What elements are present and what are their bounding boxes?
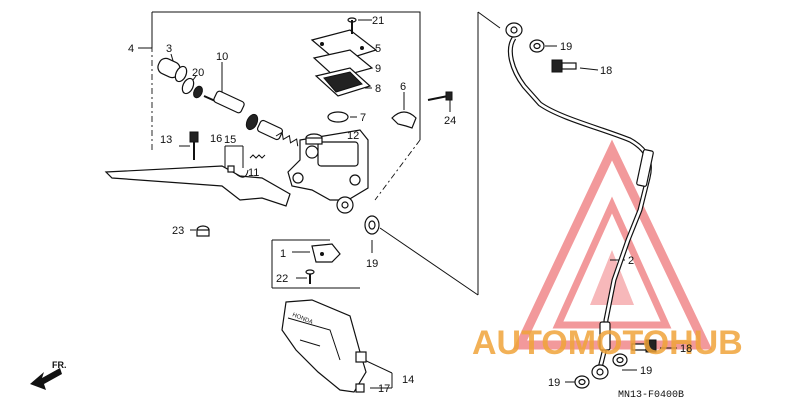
callout-19-lower-left: 19 <box>548 377 560 389</box>
callout-8: 8 <box>375 83 381 95</box>
hand-guard-part: HONDA <box>281 299 367 393</box>
callout-3: 3 <box>166 43 172 55</box>
callout-14: 14 <box>402 374 414 386</box>
dust-cap-part <box>157 57 188 83</box>
reservoir-cap-part <box>305 133 323 145</box>
callout-2: 2 <box>628 255 634 267</box>
callout-20: 20 <box>192 67 204 79</box>
holder-part <box>391 111 417 129</box>
callout-6: 6 <box>400 81 406 93</box>
callout-5: 5 <box>375 43 381 55</box>
callout-10: 10 <box>216 51 228 63</box>
callout-17: 17 <box>378 383 390 395</box>
master-cylinder-body <box>287 129 369 214</box>
callout-13: 13 <box>160 134 172 146</box>
diaphragm-part <box>314 67 372 97</box>
callout-22: 22 <box>276 273 288 285</box>
pivot-bolt-part <box>189 131 199 160</box>
callout-19-cylinder: 19 <box>366 258 378 270</box>
callout-4: 4 <box>128 43 134 55</box>
callout-24: 24 <box>444 115 456 127</box>
diagram-code: MN13-F0400B <box>618 390 684 401</box>
triangle-logo-icon <box>512 139 713 350</box>
callout-18-upper: 18 <box>600 65 612 77</box>
brake-lever-part <box>104 165 291 207</box>
callout-16: 16 <box>210 133 222 145</box>
leader-lines <box>138 19 677 389</box>
callout-23: 23 <box>172 225 184 237</box>
callout-15: 15 <box>224 134 236 146</box>
brake-light-switch-part <box>305 243 341 284</box>
sealing-washer-part <box>364 215 380 235</box>
callout-21: 21 <box>372 15 384 27</box>
watermark: AUTOMOTOHUB <box>472 324 743 362</box>
front-arrow-icon: FR. <box>30 360 67 390</box>
watermark-text: AUTOMOTOHUB <box>472 324 743 362</box>
pivot-nut-part <box>196 225 210 237</box>
screw-part <box>347 17 357 34</box>
callout-11: 11 <box>248 167 259 179</box>
piston-set-part <box>193 85 299 147</box>
callout-9: 9 <box>375 63 381 75</box>
holder-bolt-part <box>427 91 453 101</box>
callout-12: 12 <box>347 130 359 142</box>
callout-1: 1 <box>280 248 286 260</box>
circlip-part <box>181 77 195 95</box>
callout-18-lower: 18 <box>680 343 692 355</box>
front-arrow-label: FR. <box>52 360 67 370</box>
lever-spring-part <box>227 154 266 178</box>
assembly-boundary <box>151 11 501 296</box>
callout-19-upper: 19 <box>560 41 572 53</box>
brake-hose-part <box>505 22 654 380</box>
reservoir-plate-part <box>312 49 374 79</box>
seal-part <box>327 111 349 123</box>
callout-19-lower-right: 19 <box>640 365 652 377</box>
upper-banjo-hardware <box>529 39 577 73</box>
callout-7: 7 <box>360 112 366 124</box>
lower-banjo-hardware <box>574 339 657 389</box>
callout-labels: 1 2 3 4 5 6 7 8 9 10 11 12 13 14 15 16 1… <box>128 15 692 395</box>
